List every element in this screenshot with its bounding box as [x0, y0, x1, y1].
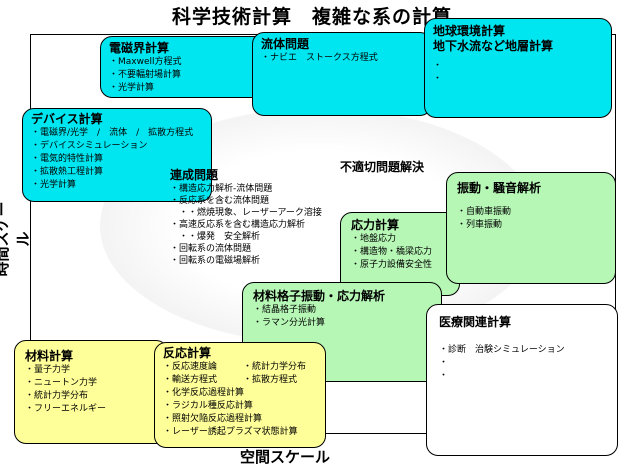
list-item: ・列車振動 — [457, 220, 503, 230]
coupled-section: 連成問題 ・構造応力解析-流体問題 ・反応系を含む流体問題 ・・燃焼現象、レーザ… — [170, 166, 322, 267]
list-item: ・光学計算 — [109, 83, 155, 93]
reaction-box: 反応計算 ・反応速度論 ・輸送方程式 ・化学反応過程計算 ・ラジカル種反応計算 … — [154, 342, 326, 448]
list-item: ・診断 治験シミュレーション — [439, 345, 565, 355]
page-title: 科学技術計算 複雑な系の計算 — [171, 6, 452, 28]
list-item: ・ニュートン力学 — [25, 378, 98, 388]
list-item: ・量子力学 — [25, 365, 71, 375]
list-item: ・反応速度論 — [163, 362, 218, 372]
device-box: デバイス計算 ・電磁界/光学 / 流体 / 拡散方程式 ・デバイスシミュレーショ… — [22, 108, 212, 202]
list-item: ・Maxwell方程式 — [109, 57, 182, 67]
earth-subtitle: 地下水流など地層計算 — [433, 39, 554, 53]
list-item: ・構造応力解析-流体問題 — [170, 184, 273, 194]
list-item: ・結晶格子振動 — [253, 305, 317, 315]
list-item: ・高速反応系を含む構造応力解析 — [170, 220, 306, 230]
coupled-title: 連成問題 — [170, 168, 219, 182]
list-item: ・輸送方程式 — [163, 375, 218, 385]
y-axis-label: 時間スケール — [0, 201, 32, 277]
list-item: ・照射欠陥反応過程計算 — [163, 414, 263, 424]
x-axis-label: 空間スケール — [240, 448, 331, 466]
list-item: ・ — [439, 371, 449, 381]
list-item: ・統計力学分布 — [25, 391, 89, 401]
medical-title: 医療関連計算 — [439, 315, 512, 329]
list-item: ・電気的特性計算 — [31, 154, 104, 164]
material-box: 材料計算 ・量子力学 ・ニュートン力学 ・統計力学分布 ・フリーエネルギー — [14, 340, 168, 444]
list-item: ・フリーエネルギー — [25, 404, 107, 414]
list-item: ・自動車振動 — [457, 207, 512, 217]
electromagnetic-box: 電磁界計算 ・Maxwell方程式 ・不要輻射場計算 ・光学計算 — [100, 36, 270, 98]
list-item: ・回転系の流体問題 — [170, 244, 252, 254]
list-item: ・回転系の電磁場解析 — [170, 256, 261, 266]
medical-box: 医療関連計算 ・診断 治験シミュレーション ・ ・ — [426, 304, 618, 456]
list-item: ・電磁界/光学 / 流体 / 拡散方程式 — [31, 128, 194, 138]
list-item: ・拡散方程式 — [243, 375, 298, 385]
list-item: ・地盤応力 — [351, 234, 397, 244]
vibration-box: 振動・騒音解析 ・自動車振動 ・列車振動 — [446, 172, 616, 284]
earth-box: 地球環境計算 地下水流など地層計算 ・ ・ — [424, 18, 612, 118]
list-item: ・不要輻射場計算 — [109, 70, 182, 80]
list-item: ・拡散熱工程計算 — [31, 167, 104, 177]
list-item: ・・爆発 安全解析 — [170, 232, 261, 242]
list-item: ・構造物・橋梁応力 — [351, 247, 433, 257]
list-item: ・デバイスシミュレーション — [31, 141, 148, 151]
reaction-right-column: ・統計力学分布 ・拡散方程式 — [243, 361, 306, 387]
list-item: ・光学計算 — [31, 180, 77, 190]
vibration-title: 振動・騒音解析 — [457, 181, 542, 195]
list-item: ・ — [433, 61, 443, 71]
center-label: 不適切問題解決 — [340, 160, 425, 174]
list-item: ・ — [433, 74, 443, 84]
fluid-box: 流体問題 ・ナビエ ストークス方程式 — [252, 32, 432, 116]
list-item: ・反応系を含む流体問題 — [170, 196, 270, 206]
list-item: ・原子力設備安全性 — [351, 260, 433, 270]
list-item: ・化学反応過程計算 — [163, 388, 245, 398]
fluid-title: 流体問題 — [261, 37, 310, 51]
list-item: ・統計力学分布 — [243, 362, 307, 372]
device-title: デバイス計算 — [31, 112, 103, 126]
list-item: ・ナビエ ストークス方程式 — [261, 53, 378, 63]
material-title: 材料計算 — [25, 349, 74, 363]
list-item: ・ラジカル種反応計算 — [163, 401, 253, 411]
electromagnetic-title: 電磁界計算 — [109, 41, 170, 55]
stress-title: 応力計算 — [351, 218, 400, 232]
list-item: ・レーザー誘起プラズマ状態計算 — [163, 427, 298, 437]
list-item: ・・燃焼現象、レーザーアーク溶接 — [170, 208, 322, 218]
reaction-title: 反応計算 — [163, 346, 212, 360]
lattice-title: 材料格子振動・応力解析 — [253, 289, 386, 303]
earth-title: 地球環境計算 — [433, 24, 506, 38]
list-item: ・ラマン分光計算 — [253, 318, 326, 328]
list-item: ・ — [439, 358, 449, 368]
